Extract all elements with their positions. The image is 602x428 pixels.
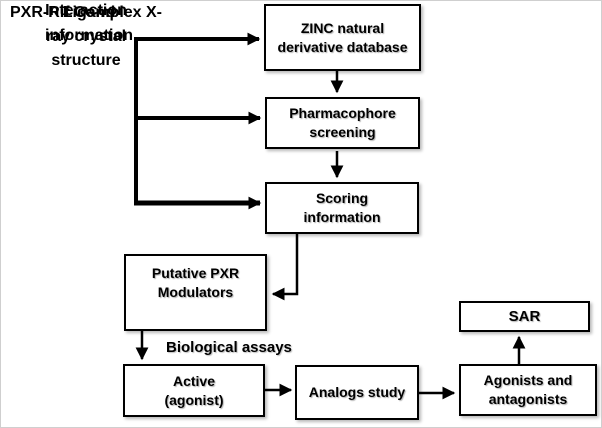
box-sar-label: SAR [508, 308, 541, 325]
box-zinc-database: ZINC natural derivative database [264, 4, 421, 71]
label-crystal-structure: PXR-Rif Complex X- ray crystal structure [9, 4, 162, 69]
arrow-scoring-to-putative [271, 234, 299, 301]
box-agonists-antagonists-label: Agonists and antagonists [483, 372, 573, 407]
box-pharmacophore-screening: Pharmacophore screening [265, 97, 420, 149]
box-scoring-information: Scoring information [265, 182, 419, 234]
box-analogs-study-label: Analogs study [308, 384, 406, 400]
box-analogs-study: Analogs study [295, 365, 419, 420]
label-ligand-information: Ligand information [45, 4, 133, 44]
box-scoring-information-label: Scoring information [303, 190, 381, 225]
label-biological-assays: Biological assays [166, 339, 292, 356]
box-pharmacophore-screening-label: Pharmacophore screening [289, 105, 396, 140]
box-putative-pxr-modulators-label: Putative PXR Modulators [151, 265, 240, 300]
box-sar: SAR [459, 301, 590, 332]
box-agonists-antagonists: Agonists and antagonists [459, 364, 597, 416]
box-putative-pxr-modulators: Putative PXR Modulators [124, 254, 267, 331]
box-active-agonist: Active (agonist) [123, 364, 265, 417]
box-zinc-database-label: ZINC natural derivative database [277, 19, 408, 55]
box-active-agonist-label: Active (agonist) [164, 372, 224, 408]
label-interaction: Interaction [45, 2, 127, 19]
